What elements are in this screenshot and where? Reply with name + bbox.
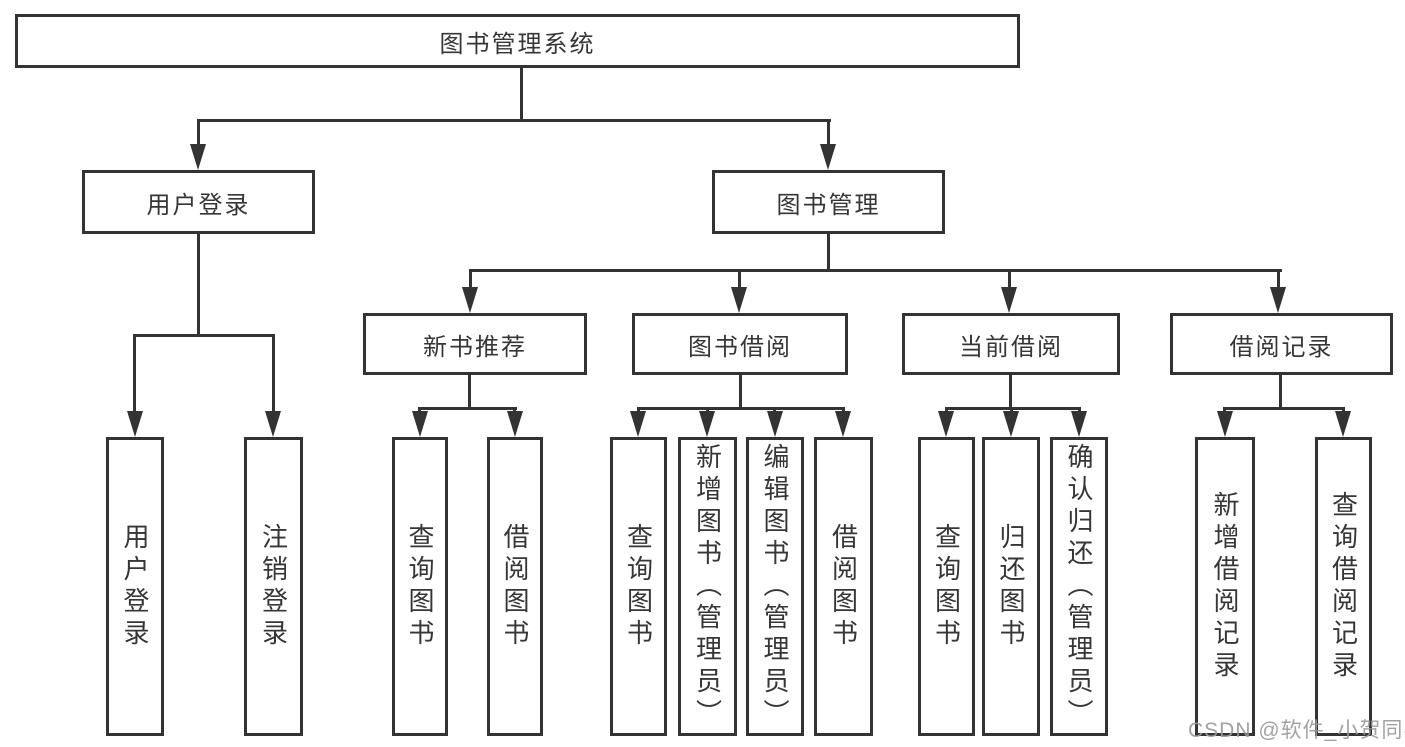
arrowhead-new-book <box>462 287 478 313</box>
leaf-query-borrow-record: 查询借阅记录 <box>1315 437 1372 736</box>
leaf-borrow-books-label: 借阅图书 <box>828 522 859 651</box>
node-root-label: 图书管理系统 <box>439 30 596 58</box>
connector-to-book-management <box>827 119 830 149</box>
leaf-borrow-books-recommend-label: 借阅图书 <box>500 522 530 651</box>
leaf-query-books-current-label: 查询图书 <box>931 522 962 651</box>
arrowhead-leaf-8 <box>835 411 851 437</box>
connector-to-leaf-logout <box>272 334 275 416</box>
arrowhead-leaf-logout <box>265 411 281 437</box>
node-new-book-recommend: 新书推荐 <box>363 313 587 375</box>
leaf-edit-book-admin: 编辑图书（管理员） <box>746 437 804 736</box>
arrowhead-leaf-10 <box>1003 411 1019 437</box>
arrowhead-current-borrow <box>1001 287 1017 313</box>
leaf-user-login-label: 用户登录 <box>120 522 150 651</box>
arrowhead-leaf-login <box>127 411 143 437</box>
node-book-management-label: 图书管理 <box>776 191 881 219</box>
arrowhead-leaf-9 <box>938 411 954 437</box>
node-new-book-recommend-label: 新书推荐 <box>423 333 527 361</box>
arrowhead-leaf-3 <box>412 411 428 437</box>
leaf-add-borrow-record-label: 新增借阅记录 <box>1210 490 1240 683</box>
leaf-add-book-admin: 新增图书（管理员） <box>678 437 737 736</box>
connector-current-borrow-stem <box>1009 373 1012 410</box>
connector-borrow-records-stem <box>1279 373 1282 410</box>
leaf-query-books-recommend-label: 查询图书 <box>405 522 435 651</box>
arrowhead-borrow-records <box>1270 287 1286 313</box>
leaf-logout-label: 注销登录 <box>258 522 289 651</box>
arrowhead-user-login <box>190 144 206 170</box>
leaf-query-books-borrow-label: 查询图书 <box>623 522 654 651</box>
node-user-login: 用户登录 <box>82 170 315 234</box>
node-root: 图书管理系统 <box>15 14 1020 68</box>
leaf-edit-book-admin-label: 编辑图书（管理员） <box>760 442 790 731</box>
leaf-add-borrow-record: 新增借阅记录 <box>1195 437 1255 736</box>
leaf-query-books-recommend: 查询图书 <box>392 437 448 736</box>
connector-book-borrow-stem <box>739 373 742 410</box>
leaf-user-login: 用户登录 <box>106 437 164 736</box>
leaf-query-borrow-record-label: 查询借阅记录 <box>1328 490 1359 683</box>
leaf-return-books-label: 归还图书 <box>996 522 1026 651</box>
arrowhead-leaf-13 <box>1335 411 1351 437</box>
arrowhead-leaf-6 <box>699 411 715 437</box>
leaf-add-book-admin-label: 新增图书（管理员） <box>692 442 723 731</box>
connector-to-borrow-records <box>1277 269 1280 292</box>
leaf-query-books-current: 查询图书 <box>918 437 975 736</box>
connector-book-borrow-branch <box>637 407 844 410</box>
arrowhead-book-management <box>820 144 836 170</box>
leaf-confirm-return-admin-label: 确认归还（管理员） <box>1064 442 1094 731</box>
node-borrow-records: 借阅记录 <box>1170 313 1393 375</box>
connector-book-management-branch <box>469 269 1282 272</box>
node-current-borrow-label: 当前借阅 <box>959 333 1063 361</box>
connector-new-book-stem <box>468 373 471 410</box>
arrowhead-leaf-5 <box>630 411 646 437</box>
node-book-borrow-label: 图书借阅 <box>688 333 792 361</box>
connector-new-book-branch <box>418 407 517 410</box>
connector-to-leaf-login <box>133 334 136 416</box>
node-current-borrow: 当前借阅 <box>902 313 1120 375</box>
connector-borrow-records-branch <box>1224 407 1344 410</box>
arrowhead-leaf-11 <box>1071 411 1087 437</box>
leaf-return-books: 归还图书 <box>982 437 1040 736</box>
leaf-borrow-books: 借阅图书 <box>814 437 873 736</box>
connector-book-management-stem <box>827 232 830 272</box>
connector-root-branch <box>197 119 831 122</box>
arrowhead-book-borrow <box>731 287 747 313</box>
leaf-borrow-books-recommend: 借阅图书 <box>487 437 543 736</box>
connector-to-new-book <box>469 269 472 292</box>
connector-root-stem <box>520 66 523 121</box>
node-user-login-label: 用户登录 <box>146 191 251 219</box>
connector-to-current-borrow <box>1008 269 1011 292</box>
leaf-logout: 注销登录 <box>244 437 303 736</box>
leaf-confirm-return-admin: 确认归还（管理员） <box>1050 437 1108 736</box>
connector-to-user-login <box>197 119 200 149</box>
arrowhead-leaf-4 <box>507 411 523 437</box>
node-borrow-records-label: 借阅记录 <box>1229 333 1334 361</box>
connector-to-book-borrow <box>738 269 741 292</box>
connector-user-login-stem <box>197 232 200 337</box>
leaf-query-books-borrow: 查询图书 <box>610 437 667 736</box>
csdn-watermark: CSDN @软件_小贺同学 <box>1188 719 1405 742</box>
connector-user-login-branch <box>133 334 275 337</box>
arrowhead-leaf-12 <box>1217 411 1233 437</box>
node-book-borrow: 图书借阅 <box>632 313 848 375</box>
arrowhead-leaf-7 <box>767 411 783 437</box>
node-book-management: 图书管理 <box>712 170 945 234</box>
